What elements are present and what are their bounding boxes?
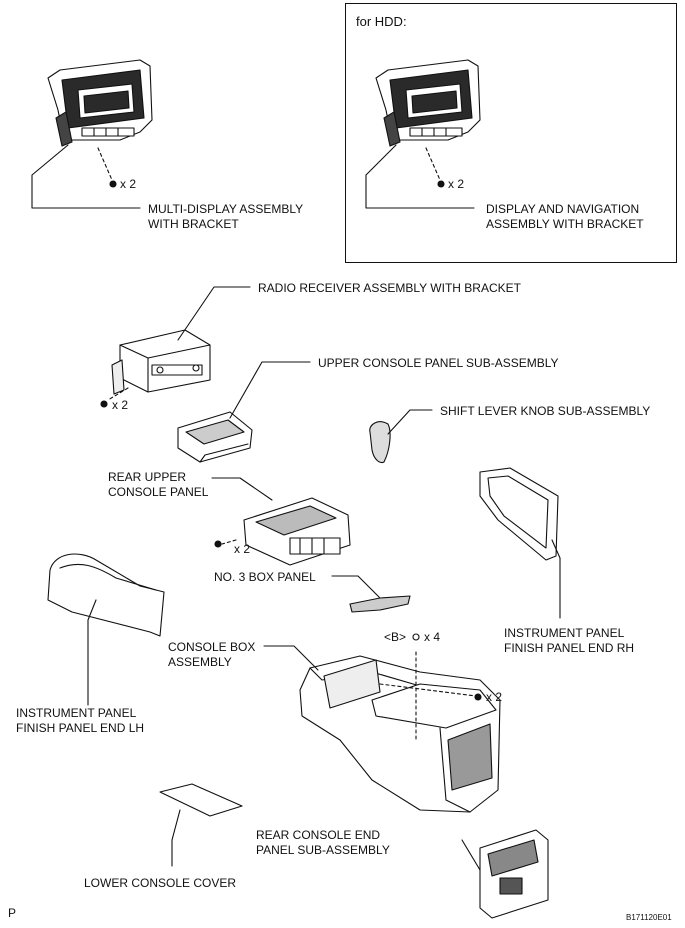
console-box-label-line1: CONSOLE BOX [168, 640, 256, 654]
hdd-variant-box: for HDD: [345, 3, 677, 263]
ip-end-rh-drawing [479, 467, 561, 619]
clip-b-ref: <B> [384, 630, 407, 644]
multi-display-label-line1: MULTI-DISPLAY ASSEMBLY [148, 202, 304, 216]
radio-screw-qty: x 2 [112, 398, 129, 412]
clip-b-qty: x 4 [424, 630, 441, 644]
console-screw-qty: x 2 [486, 690, 503, 704]
shift-lever-knob-drawing [369, 409, 433, 464]
ip-end-rh-label-line1: INSTRUMENT PANEL [504, 626, 625, 640]
shift-knob-label: SHIFT LEVER KNOB SUB-ASSEMBLY [440, 404, 651, 418]
display-nav-label-line1: DISPLAY AND NAVIGATION [486, 202, 640, 216]
display-nav-label-line2: ASSEMBLY WITH BRACKET [486, 217, 644, 231]
console-box-label: CONSOLE BOX ASSEMBLY [168, 640, 255, 670]
lower-console-cover-drawing [159, 783, 243, 867]
display-nav-label: DISPLAY AND NAVIGATION ASSEMBLY WITH BRA… [486, 202, 644, 232]
display-navigation-assembly-drawing [365, 59, 481, 209]
no3-box-label: NO. 3 BOX PANEL [214, 570, 316, 584]
multi-display-label: MULTI-DISPLAY ASSEMBLY WITH BRACKET [148, 202, 303, 232]
lower-cover-label: LOWER CONSOLE COVER [84, 876, 237, 890]
ip-end-lh-drawing [47, 553, 165, 706]
rear-console-end-panel-drawing [461, 829, 549, 919]
radio-receiver-label: RADIO RECEIVER ASSEMBLY WITH BRACKET [258, 281, 521, 295]
ip-end-rh-label-line2: FINISH PANEL END RH [504, 641, 635, 655]
multi-display-assembly-drawing [31, 59, 153, 209]
figure-code: B171120E01 [626, 913, 672, 922]
rear-upper-console-panel-drawing [211, 477, 351, 566]
rear-console-end-label-line1: REAR CONSOLE END [256, 828, 381, 842]
upper-console-panel-drawing [177, 361, 311, 463]
ip-end-lh-label-line2: FINISH PANEL END LH [16, 721, 145, 735]
upper-console-label: UPPER CONSOLE PANEL SUB-ASSEMBLY [318, 356, 559, 370]
multi-display-label-line2: WITH BRACKET [148, 217, 239, 231]
rear-upper-label: REAR UPPER CONSOLE PANEL [108, 470, 208, 500]
no3-box-panel-drawing [331, 575, 411, 613]
ip-end-lh-label: INSTRUMENT PANEL FINISH PANEL END LH [16, 706, 144, 736]
rear-upper-label-line1: REAR UPPER [108, 470, 187, 484]
console-box-label-line2: ASSEMBLY [168, 655, 232, 669]
page-mark: P [8, 906, 17, 920]
rear-upper-label-line2: CONSOLE PANEL [108, 485, 209, 499]
multi-display-screw-qty: x 2 [120, 177, 137, 191]
radio-receiver-drawing [100, 286, 251, 408]
rear-console-end-label: REAR CONSOLE END PANEL SUB-ASSEMBLY [256, 828, 390, 858]
rear-console-end-label-line2: PANEL SUB-ASSEMBLY [256, 843, 390, 857]
ip-end-rh-label: INSTRUMENT PANEL FINISH PANEL END RH [504, 626, 634, 656]
ip-end-lh-label-line1: INSTRUMENT PANEL [16, 706, 137, 720]
rear-upper-screw-qty: x 2 [234, 542, 251, 556]
hdd-box-title: for HDD: [356, 14, 407, 29]
console-box-drawing [263, 633, 501, 813]
display-nav-screw-qty: x 2 [448, 177, 465, 191]
